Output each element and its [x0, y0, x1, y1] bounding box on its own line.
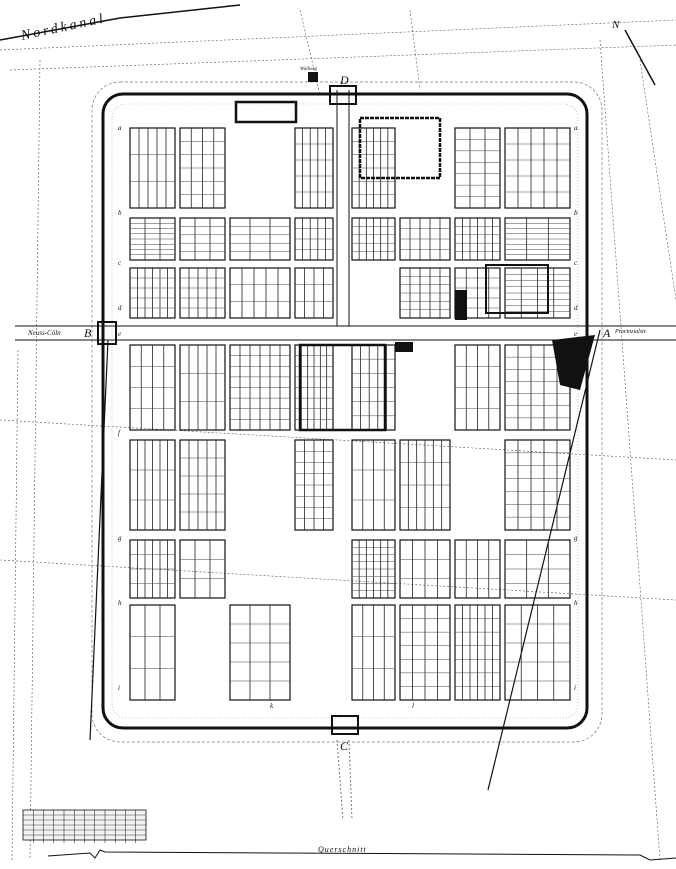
row-letter-right: e	[574, 330, 577, 338]
row-letter-left: d	[118, 304, 122, 312]
row-letter-right: b	[574, 209, 578, 217]
gate-north: D Wallweg	[300, 67, 357, 105]
barrack-block	[504, 539, 571, 599]
gate-west: Neuss-Cöln B	[27, 321, 117, 345]
row-letter-right: i	[574, 684, 576, 692]
inner-road	[111, 103, 579, 719]
row-letter-right: c	[574, 259, 578, 267]
row-letter-left: h	[118, 599, 122, 607]
barrack-block	[129, 267, 176, 319]
north-arrow: N	[611, 19, 656, 86]
barrack-block	[179, 344, 226, 431]
praetorium	[358, 116, 442, 180]
barrack-block	[294, 127, 334, 209]
barrack-block	[504, 217, 571, 261]
building-blocks	[129, 127, 571, 701]
camp-wall	[101, 92, 589, 730]
barrack-block	[399, 217, 451, 261]
svg-text:D: D	[339, 73, 349, 87]
barrack-block	[229, 267, 291, 319]
svg-text:N: N	[611, 19, 620, 31]
row-letter-left: f	[118, 429, 121, 437]
row-letter-left: g	[118, 534, 122, 542]
row-letter-left: b	[118, 209, 122, 217]
svg-text:Provinzialstr.: Provinzialstr.	[614, 329, 647, 335]
cross-section-label: Querschnitt	[318, 845, 367, 854]
canal-label: Nordkanal	[19, 11, 108, 44]
svg-text:Neuss-Cöln: Neuss-Cöln	[27, 329, 61, 337]
courtyard-building	[485, 264, 549, 314]
barrack-block	[351, 604, 396, 701]
barrack-block	[129, 127, 176, 209]
dark-building	[455, 290, 467, 320]
barrack-block	[294, 267, 334, 319]
dark-building	[395, 342, 413, 352]
barrack-block	[454, 344, 501, 431]
svg-text:A: A	[602, 326, 611, 340]
barrack-block	[351, 217, 396, 261]
barrack-block	[129, 604, 176, 701]
barrack-block	[129, 539, 176, 599]
barrack-block	[179, 539, 226, 599]
row-letter-left: c	[118, 259, 122, 267]
svg-text:C: C	[340, 739, 349, 753]
barrack-block	[229, 344, 291, 431]
barrack-block	[351, 127, 396, 209]
svg-text:B: B	[84, 326, 92, 340]
barrack-block	[399, 439, 451, 531]
bottom-letter: k	[270, 702, 274, 710]
canal-line	[0, 4, 241, 41]
barrack-block	[129, 439, 176, 531]
barrack-block	[454, 217, 501, 261]
barrack-block	[294, 439, 334, 531]
row-letters: a b c d e f g h i a b c d e f g h i k l	[118, 124, 578, 710]
cross-section-line	[47, 849, 676, 861]
barrack-block	[399, 267, 451, 319]
barrack-block	[504, 267, 571, 319]
barrack-block	[179, 127, 226, 209]
principia	[298, 343, 387, 432]
row-letter-right: a	[574, 124, 578, 132]
barrack-block	[351, 344, 396, 431]
barrack-block	[454, 604, 501, 701]
dark-building	[552, 335, 595, 390]
barrack-block	[179, 217, 226, 261]
barrack-block	[399, 604, 451, 701]
barrack-block	[179, 267, 226, 319]
row-letter-left: i	[118, 684, 120, 692]
diagonal-road-west	[89, 339, 109, 741]
barrack-block	[454, 539, 501, 599]
gate-east: A Provinzialstr.	[602, 326, 647, 340]
row-letter-right: g	[574, 534, 578, 542]
row-letter-left: e	[118, 330, 121, 338]
barrack-block	[454, 127, 501, 209]
barrack-block	[399, 539, 451, 599]
row-letter-left: a	[118, 124, 122, 132]
outer-ditch	[91, 81, 603, 743]
barrack-block	[129, 344, 176, 431]
granary	[234, 100, 298, 124]
barrack-block	[351, 539, 396, 599]
diagonal-road	[487, 329, 601, 791]
barrack-block	[504, 439, 571, 531]
barrack-block	[351, 439, 396, 531]
row-letter-right: h	[574, 599, 578, 607]
row-letter-right: f	[574, 429, 577, 437]
barrack-block	[504, 604, 571, 701]
svg-text:Wallweg: Wallweg	[300, 67, 318, 72]
barrack-block	[504, 127, 571, 209]
barrack-block	[294, 217, 334, 261]
barrack-block	[129, 217, 176, 261]
barrack-block	[229, 217, 291, 261]
scale-bar	[22, 809, 147, 843]
barrack-block	[179, 439, 226, 531]
barrack-block	[229, 604, 291, 701]
gate-south: C	[331, 715, 359, 753]
row-letter-right: d	[574, 304, 578, 312]
bottom-letter: l	[412, 702, 414, 710]
via-praetoria	[336, 90, 353, 821]
